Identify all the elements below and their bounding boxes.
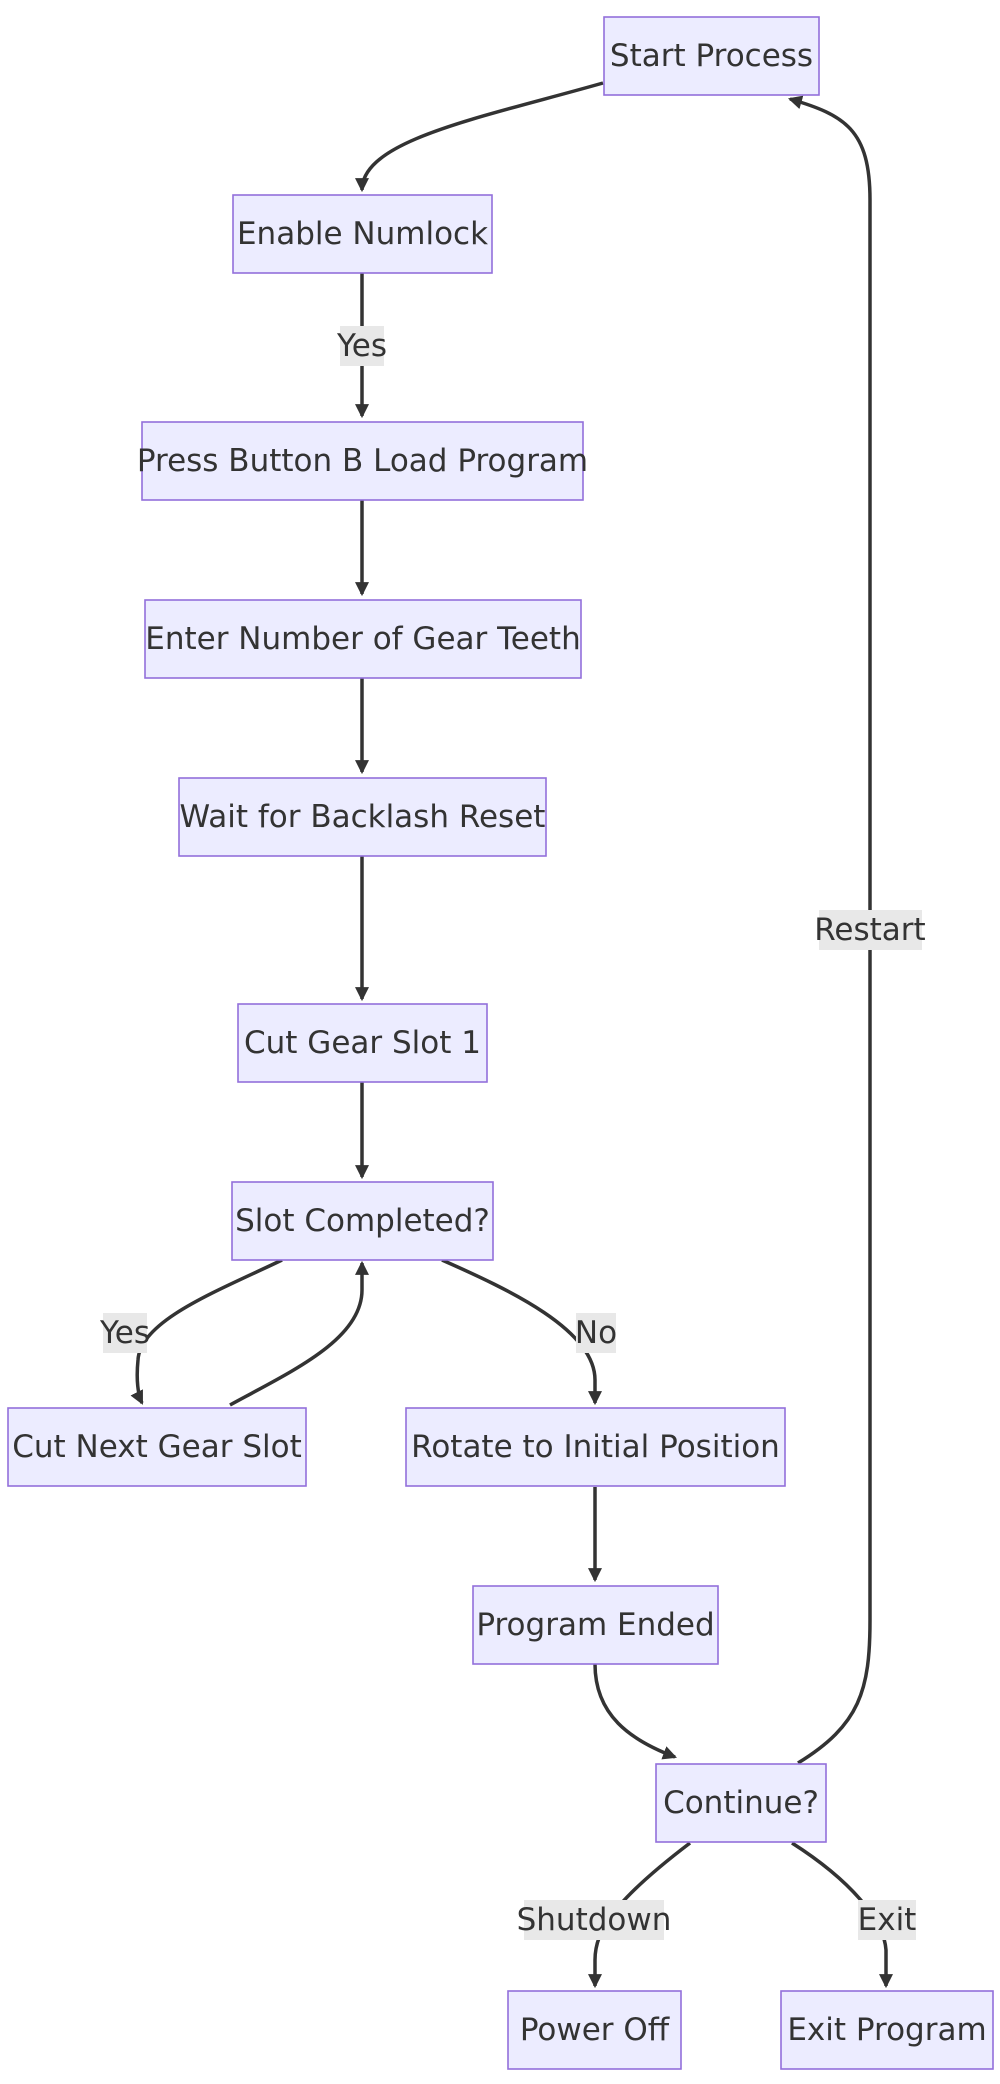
node-label: Wait for Backlash Reset <box>180 799 546 835</box>
edge-label-completed-yes: Yes <box>99 1313 150 1353</box>
node-cut-gear-slot-1: Cut Gear Slot 1 <box>237 1003 488 1083</box>
node-enter-gear-teeth: Enter Number of Gear Teeth <box>144 599 582 679</box>
edge-completed-to-rotate <box>441 1258 602 1406</box>
edge-label-text: Yes <box>99 1315 150 1351</box>
node-power-off: Power Off <box>507 1990 682 2070</box>
edge-start-to-numlock <box>355 81 604 193</box>
edge-label-text: Exit <box>858 1902 917 1938</box>
edge-nextslot-to-completed <box>229 1260 369 1407</box>
edge-completed-to-nextslot <box>130 1258 283 1405</box>
edge-label-text: Yes <box>336 328 387 364</box>
edge-ended-to-continue <box>593 1663 677 1760</box>
node-label: Rotate to Initial Position <box>411 1429 780 1465</box>
node-exit-program: Exit Program <box>780 1990 994 2070</box>
edge-label-completed-no: No <box>575 1313 617 1353</box>
node-wait-backlash-reset: Wait for Backlash Reset <box>178 777 547 857</box>
edge-continue-to-start <box>787 95 872 1765</box>
node-label: Cut Gear Slot 1 <box>244 1025 481 1061</box>
edge-label-text: Restart <box>814 912 925 948</box>
edge-label-numlock-yes: Yes <box>336 326 387 366</box>
node-label: Cut Next Gear Slot <box>12 1429 301 1465</box>
node-press-button-b: Press Button B Load Program <box>137 421 588 501</box>
node-label: Enable Numlock <box>237 216 488 252</box>
node-label: Continue? <box>663 1785 819 1821</box>
edge-label-restart: Restart <box>814 910 926 950</box>
edge-label-exit: Exit <box>858 1900 917 1940</box>
node-program-ended: Program Ended <box>472 1585 719 1665</box>
node-label: Program Ended <box>476 1607 714 1643</box>
node-label: Slot Completed? <box>235 1203 490 1239</box>
node-continue: Continue? <box>655 1763 827 1843</box>
node-slot-completed: Slot Completed? <box>231 1181 494 1261</box>
node-enable-numlock: Enable Numlock <box>232 194 493 274</box>
edge-label-shutdown: Shutdown <box>517 1900 672 1940</box>
node-label: Power Off <box>520 2012 670 2048</box>
node-label: Exit Program <box>787 2012 986 2048</box>
edge-label-text: No <box>575 1315 617 1351</box>
node-rotate-initial-position: Rotate to Initial Position <box>405 1407 786 1487</box>
edge-label-text: Shutdown <box>517 1902 672 1938</box>
node-label: Press Button B Load Program <box>137 443 588 479</box>
node-start-process: Start Process <box>603 16 820 96</box>
node-label: Start Process <box>610 38 813 74</box>
node-label: Enter Number of Gear Teeth <box>145 621 580 657</box>
node-cut-next-gear-slot: Cut Next Gear Slot <box>7 1407 307 1487</box>
